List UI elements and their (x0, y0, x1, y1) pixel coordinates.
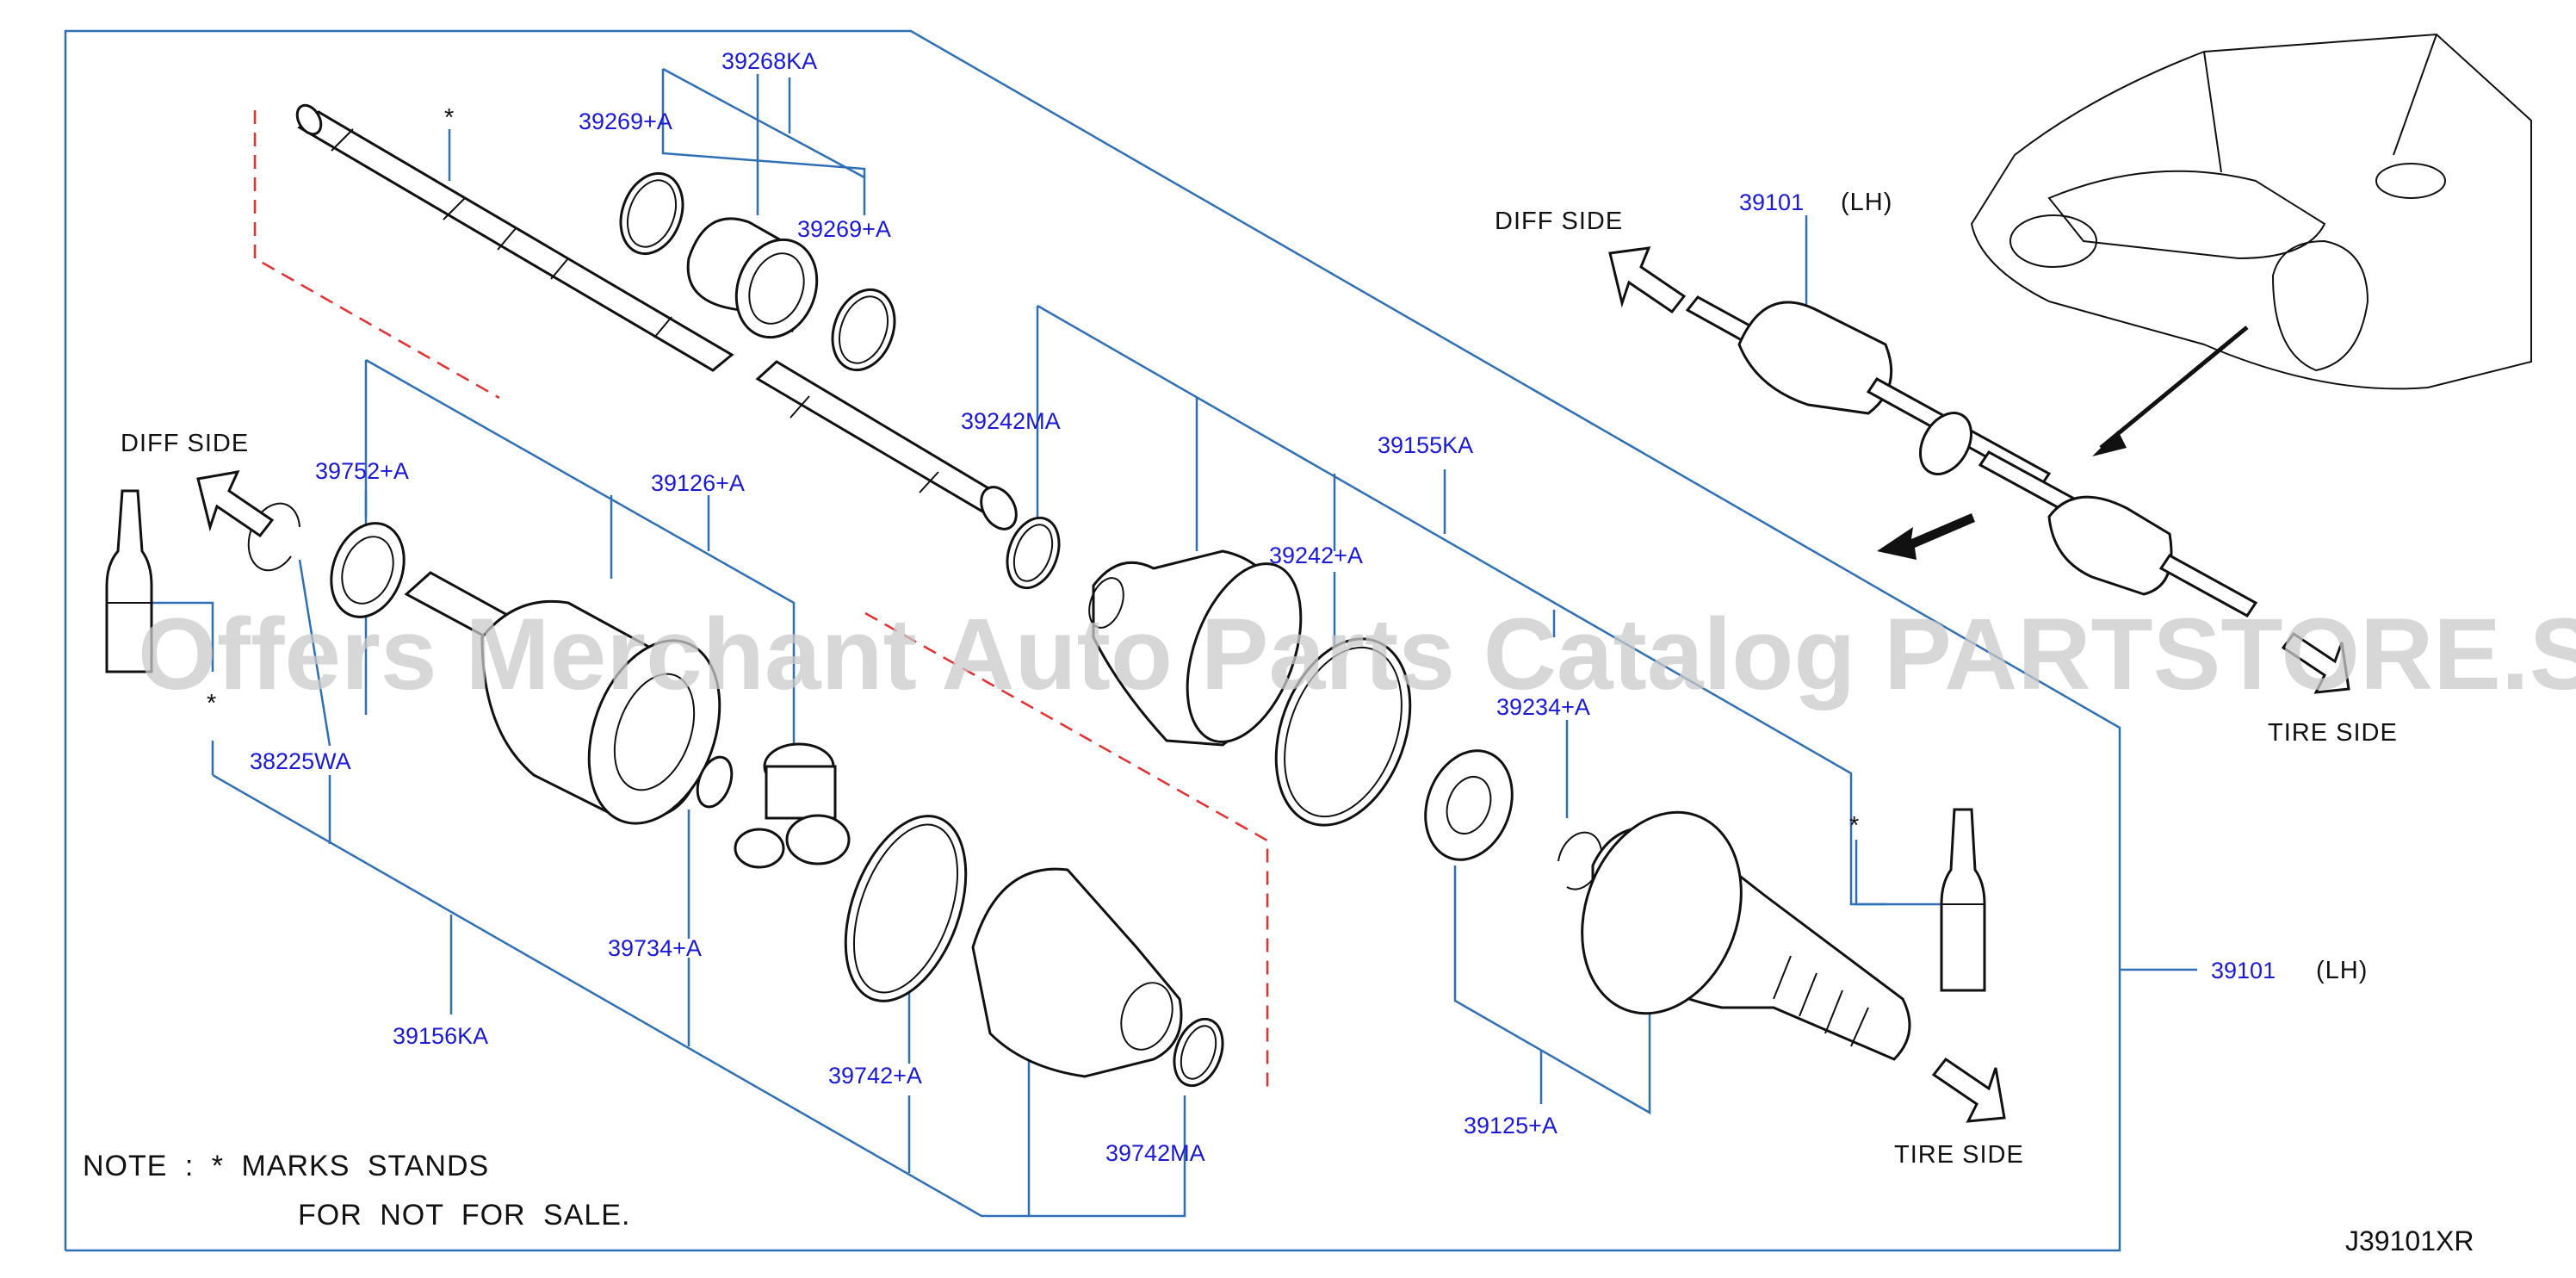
part-label-39742MA[interactable]: 39742MA (1105, 1140, 1205, 1166)
part-label-39156KA[interactable]: 39156KA (393, 1023, 488, 1049)
boot-band-39242A (1274, 637, 1412, 827)
diff-side-arrow-inset (1608, 246, 1687, 314)
asterisk-right-bottle: * (1849, 812, 1860, 840)
band-39742MA (1173, 1017, 1224, 1088)
snap-ring-39734A (696, 755, 734, 809)
grease-bottle-left (105, 489, 153, 673)
part-label-39734A[interactable]: 39734+A (608, 935, 702, 961)
dashed-boundary-lines (253, 110, 1269, 1090)
part-label-39101-main[interactable]: 39101 (2211, 958, 2276, 983)
outer-joint-housing (1581, 810, 1911, 1061)
part-label-39268KA[interactable]: 39268KA (721, 48, 817, 74)
boot-clamp-top-right (831, 288, 896, 372)
part-label-39269A-right[interactable]: 39269+A (797, 216, 891, 242)
assembly-frame (64, 29, 2197, 1252)
inner-race (1424, 749, 1514, 861)
diagram-reference-code: J39101XR (2345, 1225, 2474, 1256)
note-line-2: FOR NOT FOR SALE. (298, 1199, 630, 1231)
diff-side-arrow-left (196, 470, 275, 538)
tire-side-arrow-bottom (1931, 1057, 2006, 1123)
watermark-text: Offers Merchant Auto Parts Catalog PARTS… (138, 598, 2576, 711)
boot-band-39742A (844, 815, 968, 1002)
note-line-1: NOTE : * MARKS STANDS (83, 1150, 489, 1182)
diff-side-label-left: DIFF SIDE (121, 430, 249, 457)
tripod-joint (734, 742, 851, 869)
tire-side-arrow-inset (2281, 631, 2350, 694)
band-39242MA (1006, 516, 1061, 590)
boot-clamp-top-left (619, 171, 684, 256)
inset-direction-arrow (1877, 513, 1975, 560)
asterisk-left-bottle: * (207, 690, 217, 717)
part-label-39242MA[interactable]: 39242MA (961, 408, 1061, 434)
inset-vehicle-outline (1970, 33, 2532, 456)
lh-label-main: (LH) (2316, 957, 2368, 984)
part-label-39125A[interactable]: 39125+A (1464, 1113, 1557, 1138)
part-label-39234A[interactable]: 39234+A (1496, 694, 1590, 720)
part-label-39242A[interactable]: 39242+A (1269, 543, 1363, 568)
inner-joint-housing (404, 571, 721, 825)
part-label-39742A[interactable]: 39742+A (828, 1063, 922, 1089)
diff-side-label-inset: DIFF SIDE (1495, 208, 1623, 235)
part-label-38225WA[interactable]: 38225WA (250, 748, 351, 774)
inner-boot (971, 867, 1183, 1078)
inset-driveshaft-assembly (1685, 295, 2258, 617)
part-label-39269A-left[interactable]: 39269+A (579, 109, 672, 134)
grease-bottle-right (1940, 808, 1986, 992)
driveshaft-bar (295, 103, 1018, 530)
part-label-39752A[interactable]: 39752+A (315, 458, 409, 484)
part-label-39155KA[interactable]: 39155KA (1378, 432, 1473, 458)
ring-39752A (330, 522, 406, 618)
part-label-39101-inset[interactable]: 39101 (1739, 189, 1804, 215)
leader-lines (149, 67, 1941, 1218)
snap-ring-38225WA (247, 502, 300, 572)
outer-boot (1088, 549, 1303, 747)
snap-ring-39234A (1557, 831, 1603, 890)
lh-label-inset: (LH) (1841, 189, 1892, 216)
shaft-boot-small (686, 217, 819, 339)
tire-side-label-inset: TIRE SIDE (2268, 719, 2398, 747)
tire-side-label-bottom: TIRE SIDE (1894, 1141, 2024, 1169)
part-label-39126A[interactable]: 39126+A (651, 470, 745, 496)
asterisk-shaft: * (444, 104, 455, 132)
